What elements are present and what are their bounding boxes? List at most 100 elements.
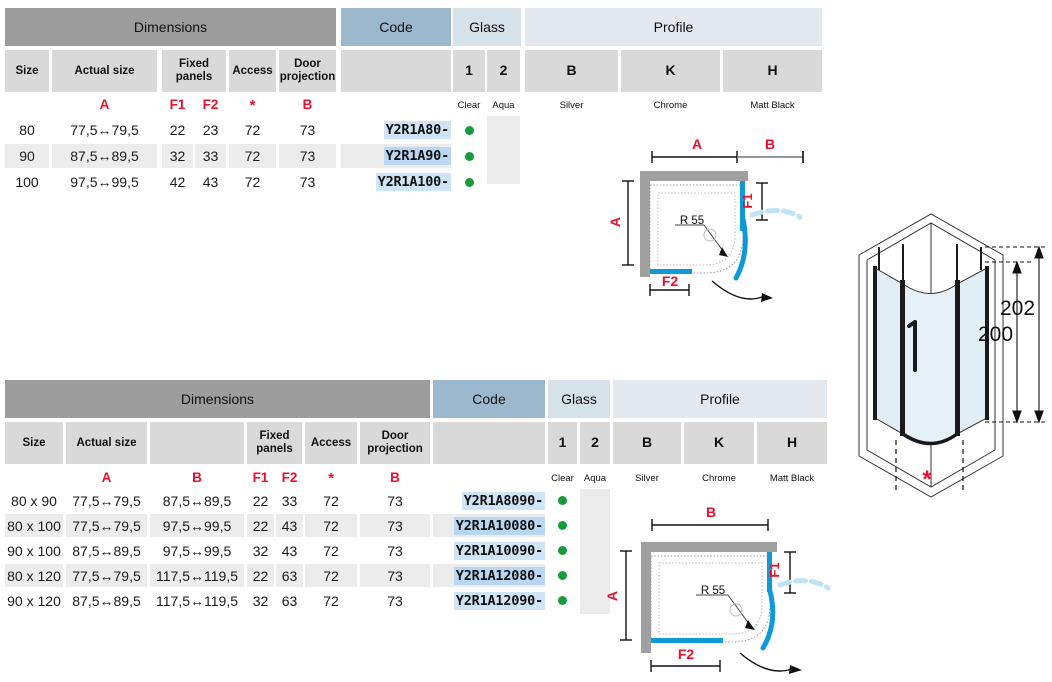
t2-mini-label-clear: Clear [548,471,577,485]
diagram2-label-b-top: B [705,504,717,520]
dim-arrow-202 [1034,245,1044,424]
diagram3d-label-200: 200 [978,323,1014,346]
t2-subheader-profile-k-label: K [713,434,725,451]
diagram1-label-a-left: A [607,216,623,228]
t2-cell-access: 72 [305,564,357,587]
t1-group-glass: Glass [453,8,521,46]
t1-cell-actual: 87,5↔89,5 [52,144,157,168]
t2-cell-b: 97,5↔99,5 [150,514,244,537]
t2-cell-b: 87,5↔89,5 [162,492,232,509]
t2-red-label-b-text: B [192,469,202,485]
t2-subheader-door-projection: Door projection [360,422,430,464]
profile-post-door [900,280,905,436]
t2-glass-clear-dot [558,496,567,505]
t1-red-label-door-text: B [302,96,313,112]
t2-code-text: Y2R1A12090- [453,591,545,610]
t2-subheader-access: Access [305,422,357,464]
fixed-panel-f2 [650,269,692,274]
r55-center-circle [703,228,717,242]
wall-left [641,542,651,653]
t2-cell-a: 77,5↔79,5 [66,514,147,537]
diagram2-label-r55: R 55 [700,585,726,597]
t2-code-text: Y2R1A10090- [453,541,545,560]
t2-cell-access: 72 [323,542,339,559]
t1-subheader-glass-1: 1 [453,50,485,92]
t1-subheader-profile-k-label: K [665,62,676,79]
diagram-plan-rect: B A F1 F2 R 55 [600,495,885,682]
dim-arrow-200 [1012,260,1022,424]
t1-aqua-column-block [487,116,520,184]
profile-post-door-right [955,280,960,436]
t1-glass-clear-dot [464,151,474,161]
t1-cell-size: 80 [19,122,35,138]
t1-cell-f1: 42 [169,174,186,190]
t2-subheader-profile-h: H [757,422,827,464]
swing-arrow-head [761,293,773,302]
t1-code-text: Y2R1A90- [383,147,451,165]
door-open-arc [777,578,831,591]
t1-cell-actual: 77,5↔79,5 [70,122,139,138]
door-swing-arrow [739,652,793,672]
r55-center-circle [729,603,743,617]
t2-subheader-door-projection-label: Door projection [367,430,423,455]
t1-subheader-access-label: Access [232,64,273,77]
t2-mini-label-matt-black: Matt Black [757,471,827,485]
t2-mini-label-chrome-text: Chrome [702,472,736,484]
r55-arrow-head [719,247,728,257]
t1-subheader-code-blank [341,50,451,92]
t2-subheader-glass-2: 2 [580,422,610,464]
t2-subheader-fixed-panels-label: Fixed panels [256,430,293,455]
t2-cell-f2: 33 [281,492,298,509]
t2-group-profile-label: Profile [700,390,740,407]
t2-cell-f1: 22 [247,514,274,537]
t1-cell-code: Y2R1A80- [341,118,451,142]
t2-subheader-size: Size [5,422,63,464]
fixed-panel-f1 [740,181,745,231]
diagram-plan-square: A B A F1 F2 R 55 [600,135,850,325]
t1-cell-code: Y2R1A100- [341,170,451,194]
t1-red-label-access-text: * [249,96,256,114]
t1-mini-label-clear: Clear [453,98,485,112]
t2-glass-clear-dot [558,546,567,555]
t1-red-label-a: A [52,95,157,113]
t2-cell-f2: 63 [281,592,298,609]
t2-subheader-fixed-panels: Fixed panels [247,422,302,464]
glass-panel-curved-front [902,283,958,444]
t2-code-text: Y2R1A12080- [453,566,545,585]
t1-cell-access: 72 [244,174,261,190]
t1-group-code-label: Code [379,18,413,35]
t1-mini-label-silver: Silver [525,98,618,112]
t2-cell-size: 90 x 120 [7,592,61,609]
dim-line-a-left [622,180,634,266]
dim-line-a-left [620,550,632,641]
t2-cell-size: 90 x 100 [7,542,61,559]
diagram3d-label-star: * [922,466,932,493]
t2-group-dimensions-label: Dimensions [180,390,255,407]
t1-group-dimensions: Dimensions [5,8,336,46]
t2-subheader-profile-b-label: B [641,434,653,451]
t2-cell-f2: 63 [276,564,303,587]
t2-red-label-f2-text: F2 [281,469,298,485]
t2-cell-door: 73 [360,564,430,587]
t1-subheader-profile-k: K [621,50,720,92]
wall-left [640,171,650,277]
t1-cell-size: 100 [15,174,39,190]
t2-red-label-b: B [150,468,244,486]
t2-red-label-a: A [66,468,147,486]
wall-top [641,542,777,552]
t1-subheader-profile-b: B [525,50,618,92]
bottom-curved-profile [902,432,959,446]
t2-cell-f1: 32 [252,592,269,609]
swing-arrow-head [789,665,802,674]
t2-group-code: Code [433,380,545,418]
glass-panel-right [956,267,988,435]
t2-red-label-access: * [305,469,357,487]
fixed-panel-f1 [767,552,772,592]
tray-outline-outer [650,555,771,643]
t2-subheader-actual-size: Actual size [66,422,147,464]
t1-red-label-f2: F2 [195,95,226,113]
t2-subheader-glass-2-label: 2 [591,434,599,451]
t1-cell-access: 72 [244,122,261,138]
wall-top [640,171,748,181]
t1-cell-code: Y2R1A90- [341,144,451,168]
